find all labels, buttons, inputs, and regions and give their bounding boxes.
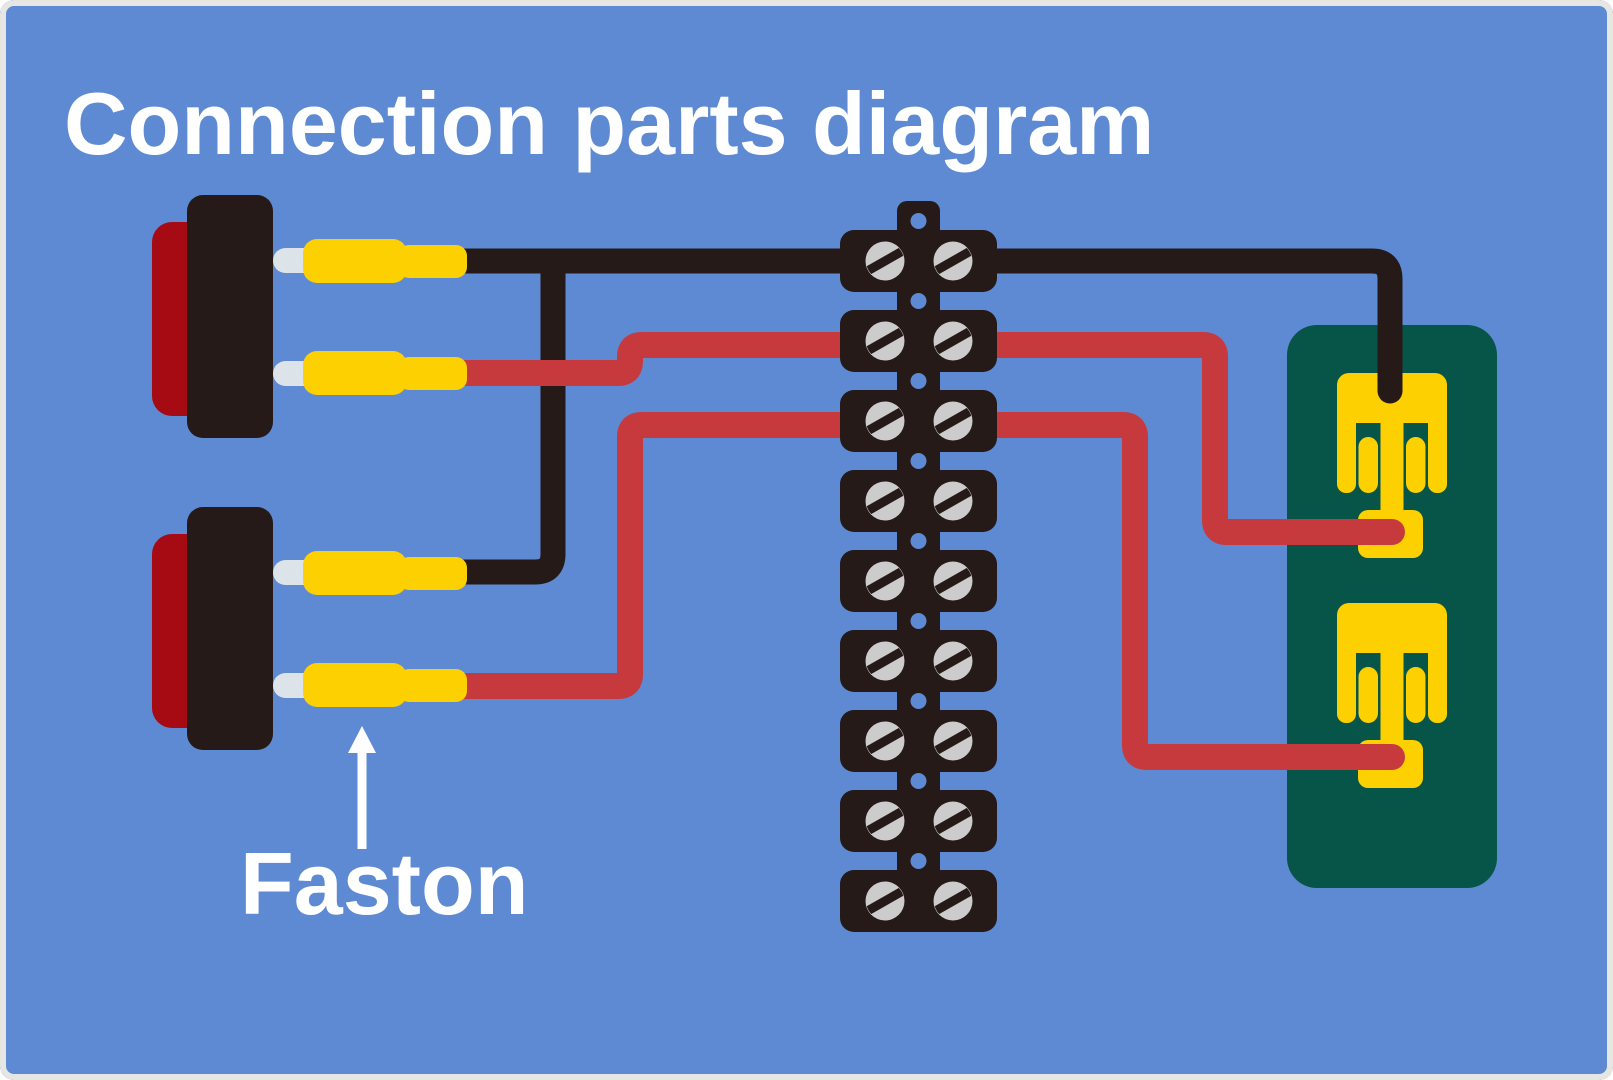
screw-slot	[934, 805, 972, 837]
screw-slot	[934, 725, 972, 757]
terminal-screw-icon	[933, 401, 973, 441]
screw-slot	[934, 565, 972, 597]
terminal-mount-hole	[910, 213, 927, 229]
terminal-segment	[840, 390, 997, 452]
arrow-head-icon	[348, 726, 376, 753]
screw-slot	[934, 645, 972, 677]
terminal-screw-icon	[933, 881, 973, 921]
terminal-segment	[840, 550, 997, 612]
screw-slot	[866, 805, 904, 837]
terminal-screw-icon	[933, 801, 973, 841]
terminal-segment	[840, 230, 997, 292]
page-title: Connection parts diagram	[64, 74, 1155, 173]
terminal-screw-icon	[865, 801, 905, 841]
pcb-board	[1287, 325, 1497, 888]
terminal-segment	[840, 870, 997, 932]
terminal-mount-hole	[910, 613, 927, 629]
terminal-screw-icon	[865, 321, 905, 361]
screw-slot	[866, 885, 904, 917]
terminal-segment	[840, 790, 997, 852]
screw-slot	[866, 565, 904, 597]
screw-slot	[866, 645, 904, 677]
terminal-segment	[840, 470, 997, 532]
terminal-screw-icon	[865, 881, 905, 921]
switch-top	[152, 195, 467, 438]
terminal-block	[840, 201, 997, 932]
screw-slot	[934, 245, 972, 277]
terminal-mount-hole	[910, 693, 927, 709]
terminal-screw-icon	[933, 321, 973, 361]
terminal-mount-hole	[910, 373, 927, 389]
terminal-segment	[840, 710, 997, 772]
terminal-mount-hole	[910, 453, 927, 469]
faston-label: Faston	[240, 834, 529, 933]
terminal-segment	[840, 310, 997, 372]
terminal-screw-icon	[933, 641, 973, 681]
switch-bottom	[152, 507, 467, 750]
screw-slot	[866, 405, 904, 437]
wire-black-branch-to-bottom-switch	[443, 248, 566, 585]
terminal-mount-hole	[910, 533, 927, 549]
terminal-mount-hole	[910, 853, 927, 869]
screw-slot	[866, 725, 904, 757]
terminal-screw-icon	[933, 721, 973, 761]
faston-arrow	[348, 726, 376, 849]
terminal-mount-hole	[910, 293, 927, 309]
terminal-screw-icon	[865, 561, 905, 601]
terminal-screw-icon	[865, 241, 905, 281]
terminal-screw-icon	[933, 241, 973, 281]
terminal-screw-icon	[933, 481, 973, 521]
terminal-segment	[840, 630, 997, 692]
terminal-screw-icon	[865, 641, 905, 681]
terminal-screw-icon	[865, 401, 905, 441]
screw-slot	[934, 325, 972, 357]
terminal-screw-icon	[865, 721, 905, 761]
screw-slot	[866, 245, 904, 277]
terminal-screw-icon	[865, 481, 905, 521]
screw-slot	[934, 885, 972, 917]
terminal-mount-hole	[910, 773, 927, 789]
screw-slot	[866, 485, 904, 517]
terminal-screw-icon	[933, 561, 973, 601]
screw-slot	[934, 485, 972, 517]
wire-black-top-switch-to-pcb	[442, 248, 1403, 404]
screw-slot	[866, 325, 904, 357]
screw-slot	[934, 405, 972, 437]
